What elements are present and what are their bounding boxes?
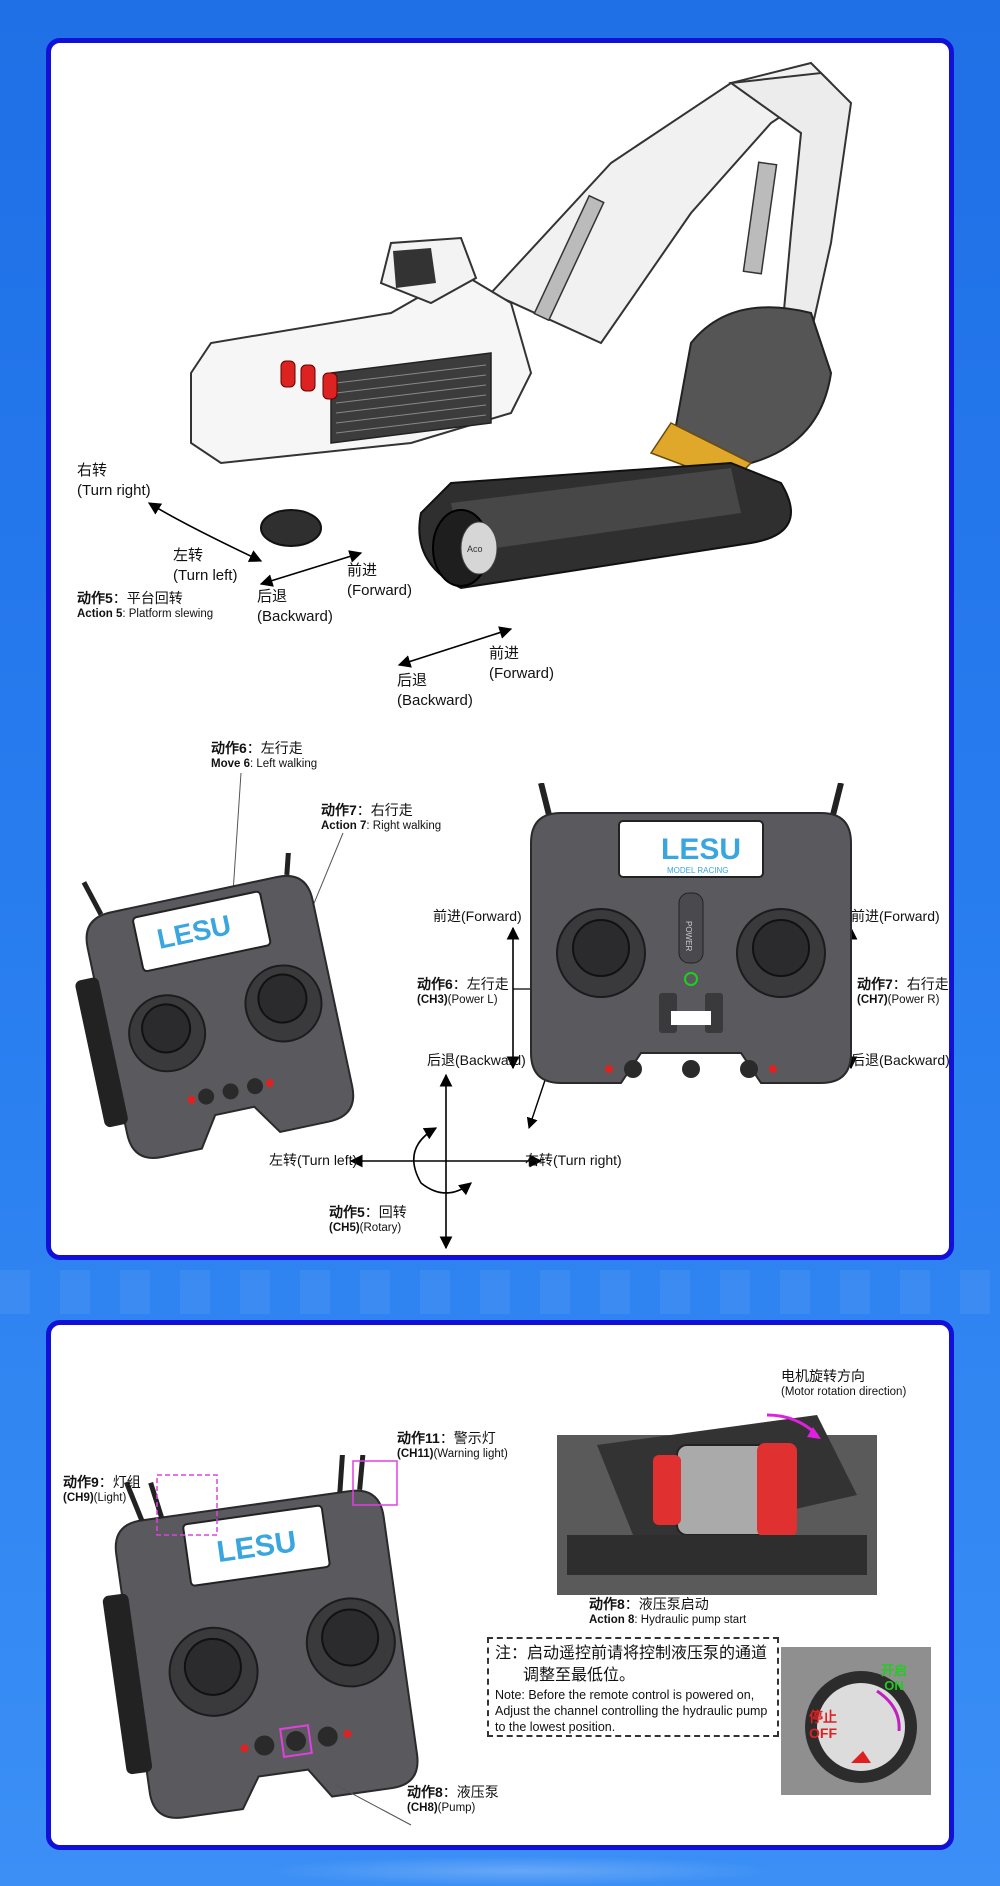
forward-lower-en: (Forward) <box>489 665 555 682</box>
knob-on-en: ON <box>884 1678 904 1693</box>
action11-en: (Warning light) <box>433 1448 508 1460</box>
action8-start-prefix: 动作8 <box>589 1596 625 1612</box>
forward-left-label: 前进(Forward) <box>433 908 522 924</box>
knob-on-zh: 开启 <box>881 1663 908 1678</box>
turn-left-en: (Turn left) <box>173 567 238 584</box>
action8-pump-zh: ：液压泵 <box>442 1784 499 1800</box>
ch7-zh: ：右行走 <box>892 976 949 992</box>
knob-off-label: 停止 OFF <box>809 1709 837 1741</box>
action8-start-caption: 动作8：液压泵启动 Action 8: Hydraulic pump start <box>589 1595 746 1627</box>
motor-zh: 电机旋转方向 <box>781 1368 865 1384</box>
note-en-2: Adjust the channel controlling the hydra… <box>495 1704 768 1718</box>
move6-caption: 动作6：左行走 Move 6: Left walking <box>211 739 317 771</box>
ch3-en: (Power L) <box>447 994 498 1006</box>
action8-start-zh: ：液压泵启动 <box>624 1596 709 1612</box>
action7-zh: ：右行走 <box>356 802 413 818</box>
ch5-channel: (CH5) <box>329 1222 360 1234</box>
forward-upper-en: (Forward) <box>347 582 413 599</box>
backward-right-label: 后退(Backward) <box>851 1052 950 1068</box>
pump-knob <box>805 1671 917 1783</box>
power-label: POWER <box>684 921 693 951</box>
large-remote-logo: LESU <box>661 833 741 866</box>
knob-off-en: OFF <box>809 1725 837 1741</box>
ch7-en: (Power R) <box>887 994 940 1006</box>
move6-en-prefix: Move 6 <box>211 758 250 770</box>
action9-zh: ：灯组 <box>98 1474 141 1490</box>
forward-right-label: 前进(Forward) <box>851 908 940 924</box>
ch3-channel: (CH3) <box>417 994 448 1006</box>
turn-right-label: 右转(Turn right) <box>525 1152 622 1168</box>
action7-prefix: 动作7 <box>321 802 357 818</box>
motor-photo <box>557 1413 877 1595</box>
ch3-zh: ：左行走 <box>452 976 509 992</box>
action11-caption: 动作11：警示灯 (CH11)(Warning light) <box>397 1429 508 1461</box>
action8-start-en-prefix: Action 8 <box>589 1614 635 1626</box>
ch5-caption: 动作5：回转 (CH5)(Rotary) <box>329 1203 407 1235</box>
note-box: 注：启动遥控前请将控制液压泵的通道 调整至最低位。 Note: Before t… <box>487 1637 779 1737</box>
action11-channel: (CH11) <box>397 1448 434 1460</box>
turn-right-en: (Turn right) <box>77 482 151 499</box>
ch5-zh: ：回转 <box>364 1204 407 1220</box>
move6-prefix: 动作6 <box>211 740 247 756</box>
note-en-3: to the lowest position. <box>495 1720 616 1734</box>
backward-lower-en: (Backward) <box>397 692 473 709</box>
action7-en: : Right walking <box>366 820 442 832</box>
backward-left-label: 后退(Backward) <box>427 1052 526 1068</box>
action8-start-en: : Hydraulic pump start <box>634 1614 747 1626</box>
action11-prefix: 动作11 <box>397 1430 440 1446</box>
move6-en: : Left walking <box>250 758 318 770</box>
track-badge: Aco <box>467 544 483 554</box>
background-decoration <box>0 1270 1000 1314</box>
remote-illustration-small: LESU <box>75 853 355 1159</box>
ch7-caption: 动作7：右行走 (CH7)(Power R) <box>857 975 949 1007</box>
action5-caption: 动作5：平台回转 Action 5: Platform slewing <box>77 589 213 621</box>
action5-en-prefix: Action 5 <box>77 608 123 620</box>
note-zh-1: 注：启动遥控前请将控制液压泵的通道 <box>495 1645 768 1662</box>
ch7-channel: (CH7) <box>857 994 888 1006</box>
action9-channel: (CH9) <box>63 1492 94 1504</box>
pump-knob-photo: 开启 ON 停止 OFF <box>781 1647 931 1795</box>
lights-pump-panel: LESU 动作11：警示灯 (CH11)(Warning light) 动 <box>46 1320 954 1850</box>
action8-pump-caption: 动作8：液压泵 (CH8)(Pump) <box>407 1783 499 1815</box>
action9-en: (Light) <box>93 1492 127 1504</box>
backward-upper-en: (Backward) <box>257 608 333 625</box>
knob-on-label: 开启 ON <box>881 1663 907 1693</box>
ch5-en: (Rotary) <box>359 1222 402 1234</box>
ch3-prefix: 动作6 <box>417 976 453 992</box>
knob-off-zh: 停止 <box>809 1709 837 1725</box>
action9-caption: 动作9：灯组 (CH9)(Light) <box>63 1473 141 1505</box>
ch5-prefix: 动作5 <box>329 1204 365 1220</box>
action7-en-prefix: Action 7 <box>321 820 367 832</box>
note-en-1: Note: Before the remote control is power… <box>495 1688 755 1702</box>
action8-pump-en: (Pump) <box>437 1802 476 1814</box>
action5-en: : Platform slewing <box>122 608 214 620</box>
excavator-controls-panel: Aco 右转 (Turn right) 左转 (Turn left) <box>46 38 954 1260</box>
forward-lower-zh: 前进 <box>489 645 520 662</box>
action5-prefix: 动作5 <box>77 590 113 606</box>
note-zh-2: 调整至最低位。 <box>523 1667 636 1684</box>
action7-caption: 动作7：右行走 Action 7: Right walking <box>321 801 441 833</box>
turn-right-zh: 右转 <box>77 462 108 479</box>
turn-left-label: 左转(Turn left) <box>269 1152 358 1168</box>
motor-caption: 电机旋转方向 (Motor rotation direction) <box>781 1367 906 1399</box>
action11-zh: ：警示灯 <box>439 1430 496 1446</box>
ch3-caption: 动作6：左行走 (CH3)(Power L) <box>417 975 509 1007</box>
turn-left-zh: 左转 <box>173 547 204 564</box>
backward-upper-zh: 后退 <box>257 588 288 605</box>
background-glow <box>260 1856 780 1886</box>
remote-illustration-large: LESU MODEL RACING POWER <box>530 783 852 1084</box>
action8-pump-prefix: 动作8 <box>407 1784 443 1800</box>
backward-lower-zh: 后退 <box>397 672 428 689</box>
ch7-prefix: 动作7 <box>857 976 893 992</box>
forward-upper-zh: 前进 <box>347 562 378 579</box>
motor-en: (Motor rotation direction) <box>781 1386 907 1398</box>
large-remote-sub: MODEL RACING <box>667 866 729 875</box>
excavator-illustration: Aco <box>190 61 853 590</box>
action9-prefix: 动作9 <box>63 1474 99 1490</box>
action8-pump-channel: (CH8) <box>407 1802 438 1814</box>
action5-zh: ：平台回转 <box>112 590 183 606</box>
move6-zh: ：左行走 <box>246 740 303 756</box>
remote-illustration-lights: LESU <box>102 1455 419 1819</box>
